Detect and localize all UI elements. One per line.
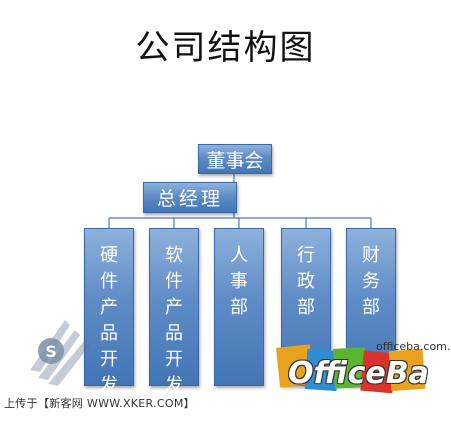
department-box-software: 软件产品开发部 bbox=[149, 228, 199, 422]
department-label: 行政部 bbox=[297, 245, 315, 318]
logo-url: officeba.com.cn bbox=[376, 340, 451, 353]
department-box-hardware: 硬件产品开发 bbox=[84, 228, 134, 396]
chairman-label: 董事会 bbox=[206, 149, 264, 172]
department-label: 硬件产品开发 bbox=[100, 245, 118, 396]
department-box-hr: 人事部 bbox=[214, 228, 264, 386]
watermark-strip bbox=[0, 393, 451, 411]
general-manager-label: 总经理 bbox=[156, 188, 223, 210]
department-label: 人事部 bbox=[230, 245, 248, 318]
logo-text: OfficeBa bbox=[288, 356, 429, 391]
upload-watermark-text: 上传于【新客网 WWW.XKER.COM】 bbox=[4, 397, 195, 410]
diagram-title: 公司结构图 bbox=[135, 28, 316, 68]
department-label: 财务部 bbox=[362, 245, 380, 318]
general-manager-box: 总经理 bbox=[143, 182, 237, 213]
chairman-box: 董事会 bbox=[198, 144, 272, 174]
watermark-wing-icon bbox=[30, 320, 90, 386]
officeba-logo-icon bbox=[276, 344, 426, 394]
watermark-badge-icon: S bbox=[38, 338, 64, 364]
